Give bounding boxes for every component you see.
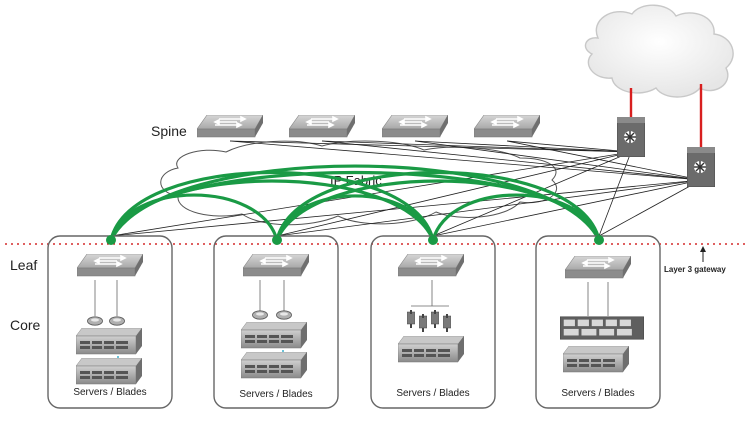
layer3-gateway-annotation: Layer 3 gateway bbox=[664, 246, 726, 274]
spine-switch-icon bbox=[382, 115, 448, 138]
blade-icon bbox=[431, 310, 439, 328]
rack-caption: Servers / Blades bbox=[239, 389, 312, 400]
fabric-arc bbox=[109, 170, 435, 241]
router-link bbox=[414, 140, 632, 153]
leaf-switch-icon bbox=[565, 256, 631, 279]
spine-switch-icon bbox=[289, 115, 355, 138]
router-links bbox=[110, 140, 702, 237]
leaf-switch-icon bbox=[398, 254, 464, 277]
rack-caption: Servers / Blades bbox=[73, 387, 146, 398]
leaf-uplink-node bbox=[594, 235, 604, 245]
spine-switch-icon bbox=[197, 115, 263, 138]
rack-server-icon bbox=[241, 322, 307, 349]
rack-server-icon bbox=[241, 352, 307, 379]
router-link bbox=[276, 179, 702, 237]
router-icon bbox=[617, 117, 645, 157]
core-label: Core bbox=[10, 317, 41, 333]
router-link bbox=[506, 140, 632, 153]
rack-server-icon bbox=[563, 346, 629, 373]
spine-label: Spine bbox=[151, 123, 187, 139]
blade-icon bbox=[407, 310, 415, 328]
fabric-arc bbox=[109, 170, 601, 241]
rack-server-icon bbox=[398, 336, 464, 363]
rack-server-icon bbox=[76, 358, 142, 385]
leaf-uplink-nodes bbox=[106, 235, 604, 245]
rack: Servers / Blades bbox=[370, 235, 496, 409]
router-link bbox=[598, 179, 702, 237]
router-link bbox=[598, 151, 632, 237]
leaf-switch-icon bbox=[77, 254, 143, 277]
router-link bbox=[506, 140, 702, 181]
rack-caption: Servers / Blades bbox=[396, 388, 469, 399]
cloud-icon bbox=[584, 4, 734, 98]
leaf-switch-icon bbox=[243, 254, 309, 277]
router-link bbox=[321, 140, 702, 181]
storage-disk-icon bbox=[109, 316, 125, 326]
leaf-uplink-node bbox=[428, 235, 438, 245]
fabric-links bbox=[109, 164, 601, 241]
rack-caption: Servers / Blades bbox=[561, 388, 634, 399]
router-link bbox=[276, 151, 632, 237]
storage-disk-icon bbox=[87, 316, 103, 326]
wan-links bbox=[629, 84, 703, 148]
layer3-gateway-label: Layer 3 gateway bbox=[664, 265, 726, 274]
leaf-uplink-node bbox=[272, 235, 282, 245]
blade-icon bbox=[419, 314, 427, 332]
rack-server-icon bbox=[76, 328, 142, 355]
router-link bbox=[229, 140, 632, 153]
blade-chassis-icon bbox=[560, 316, 644, 340]
router-link bbox=[321, 140, 632, 153]
router-icon bbox=[687, 147, 715, 187]
rack: Servers / Blades bbox=[47, 235, 173, 409]
leaf-uplink-node bbox=[106, 235, 116, 245]
router-link bbox=[414, 140, 702, 181]
router-link bbox=[229, 140, 702, 181]
storage-disk-icon bbox=[252, 310, 268, 320]
rack: Servers / Blades bbox=[535, 235, 661, 409]
fabric-arc bbox=[275, 170, 601, 241]
spine-switch-icon bbox=[474, 115, 540, 138]
blade-icon bbox=[443, 314, 451, 332]
leaf-label: Leaf bbox=[10, 257, 37, 273]
rack: Servers / Blades bbox=[213, 235, 339, 409]
storage-disk-icon bbox=[276, 310, 292, 320]
